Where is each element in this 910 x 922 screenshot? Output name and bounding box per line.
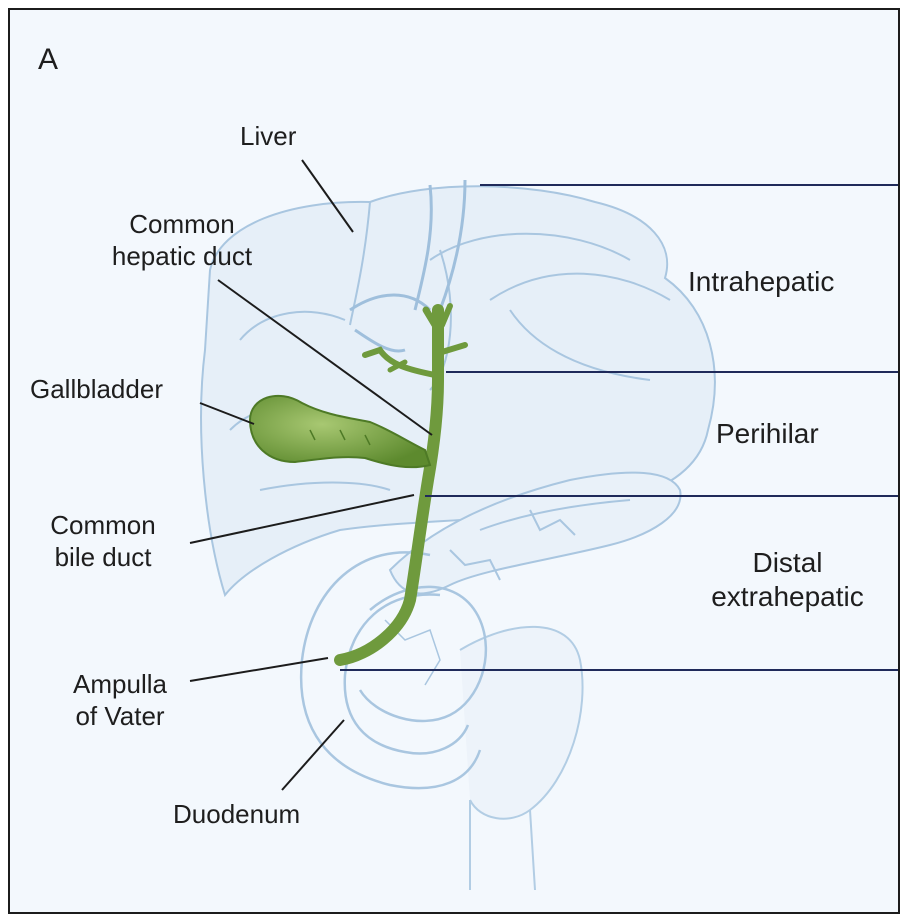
- common-hepatic-duct-label: Common hepatic duct: [82, 208, 282, 272]
- intrahepatic-label: Intrahepatic: [688, 265, 834, 299]
- liver-label: Liver: [240, 120, 296, 152]
- common-bile-duct-label: Common bile duct: [28, 509, 178, 573]
- ampulla-of-vater-label: Ampulla of Vater: [45, 668, 195, 732]
- perihilar-label: Perihilar: [716, 417, 819, 451]
- duodenum-label: Duodenum: [173, 798, 300, 830]
- anatomy-illustration: [10, 10, 900, 914]
- stomach-drawing: [460, 627, 583, 890]
- gallbladder-label: Gallbladder: [30, 373, 163, 405]
- panel-letter: A: [38, 44, 58, 76]
- figure-panel: A Liver Common hepatic duct Gallbladder …: [8, 8, 900, 914]
- distal-extrahepatic-label: Distal extrahepatic: [680, 546, 895, 614]
